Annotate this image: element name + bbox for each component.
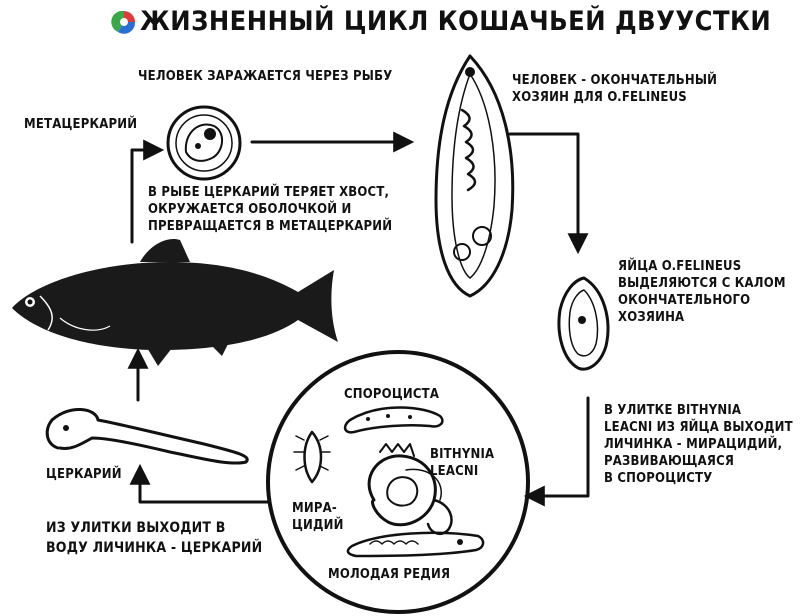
page-title: ЖИЗНЕННЫЙ ЦИКЛ КОШАЧЬЕЙ ДВУУСТКИ [140, 6, 772, 37]
fish-step-line: В РЫБЕ ЦЕРКАРИЙ ТЕРЯЕТ ХВОСТ, [148, 185, 390, 200]
arrow-snail-to-cercaria [129, 463, 270, 504]
label-cercaria-exit: ИЗ УЛИТКИ ВЫХОДИТ В ВОДУ ЛИЧИНКА - ЦЕРКА… [46, 518, 262, 558]
metacercaria-icon [166, 105, 242, 181]
label-definitive-host: ЧЕЛОВЕК - ОКОНЧАТЕЛЬНЫЙ ХОЗЯИН ДЛЯ O.FEL… [512, 72, 717, 106]
label-snail-name: BITHYNIA LEACNI [430, 446, 494, 480]
sporocyst-icon [343, 406, 444, 434]
fish-step-line: ОКРУЖАЕТСЯ ОБОЛОЧКОЙ И [148, 202, 352, 217]
label-cercaria: ЦЕРКАРИЙ [46, 467, 122, 482]
miracidium-line: ЦИДИЙ [292, 518, 344, 533]
label-redia: МОЛОДАЯ РЕДИЯ [328, 567, 451, 582]
snail-name-line: BITHYNIA [430, 447, 495, 462]
label-human-infected: ЧЕЛОВЕК ЗАРАЖАЕТСЯ ЧЕРЕЗ РЫБУ [138, 69, 393, 84]
eggs-line: ОКОНЧАТЕЛЬНОГО [618, 293, 751, 308]
cercaria-icon [45, 408, 249, 465]
redia-icon [346, 531, 485, 558]
label-eggs: ЯЙЦА O.FELINEUS ВЫДЕЛЯЮТСЯ С КАЛОМ ОКОНЧ… [618, 258, 786, 326]
snail-step-line: В СПОРОЦИСТУ [604, 471, 713, 486]
label-sporocyst: СПОРОЦИСТА [344, 387, 440, 402]
snail-step-line: ЛИЧИНКА - МИРАЦИДИЙ, [604, 437, 783, 452]
label-fish-step: В РЫБЕ ЦЕРКАРИЙ ТЕРЯЕТ ХВОСТ, ОКРУЖАЕТСЯ… [148, 184, 392, 235]
cercaria-exit-line: ВОДУ ЛИЧИНКА - ЦЕРКАРИЙ [46, 540, 263, 556]
snail-step-line: РАЗВИВАЮЩАЯСЯ [604, 454, 735, 469]
snail-stage-circle [266, 350, 530, 614]
definitive-host-line: ХОЗЯИН ДЛЯ O.FELINEUS [512, 90, 687, 105]
miracidium-line: МИРА- [292, 501, 337, 516]
eggs-line: ВЫДЕЛЯЮТСЯ С КАЛОМ [618, 276, 786, 291]
label-miracidium: МИРА- ЦИДИЙ [292, 500, 344, 534]
fluke-icon [434, 54, 515, 298]
arrow-eggs-to-snail [523, 396, 590, 507]
snail-name-line: LEACNI [430, 464, 479, 479]
snail-step-line: LEACNI ИЗ ЯЙЦА ВЫХОДИТ [604, 420, 793, 435]
label-snail-step: В УЛИТКЕ BITHYNIA LEACNI ИЗ ЯЙЦА ВЫХОДИТ… [604, 402, 793, 487]
fish-icon [12, 238, 338, 366]
arrow-human-to-eggs [508, 132, 589, 255]
definitive-host-line: ЧЕЛОВЕК - ОКОНЧАТЕЛЬНЫЙ [512, 73, 718, 88]
miracidium-icon [293, 430, 331, 484]
egg-icon [557, 276, 610, 371]
cercaria-exit-line: ИЗ УЛИТКИ ВЫХОДИТ В [46, 520, 226, 536]
eggs-line: ЯЙЦА O.FELINEUS [618, 259, 742, 274]
eggs-line: ХОЗЯИНА [618, 310, 685, 325]
arrow-fish-to-metacercaria [130, 139, 165, 244]
fish-step-line: ПРЕВРАЩАЕТСЯ В МЕТАЦЕРКАРИЙ [148, 219, 393, 234]
snail-step-line: В УЛИТКЕ BITHYNIA [604, 403, 742, 418]
snail-icon [367, 443, 453, 535]
label-metacercaria: МЕТАЦЕРКАРИЙ [24, 117, 138, 132]
flow-arrows [127, 131, 590, 507]
logo-icon [111, 10, 136, 34]
